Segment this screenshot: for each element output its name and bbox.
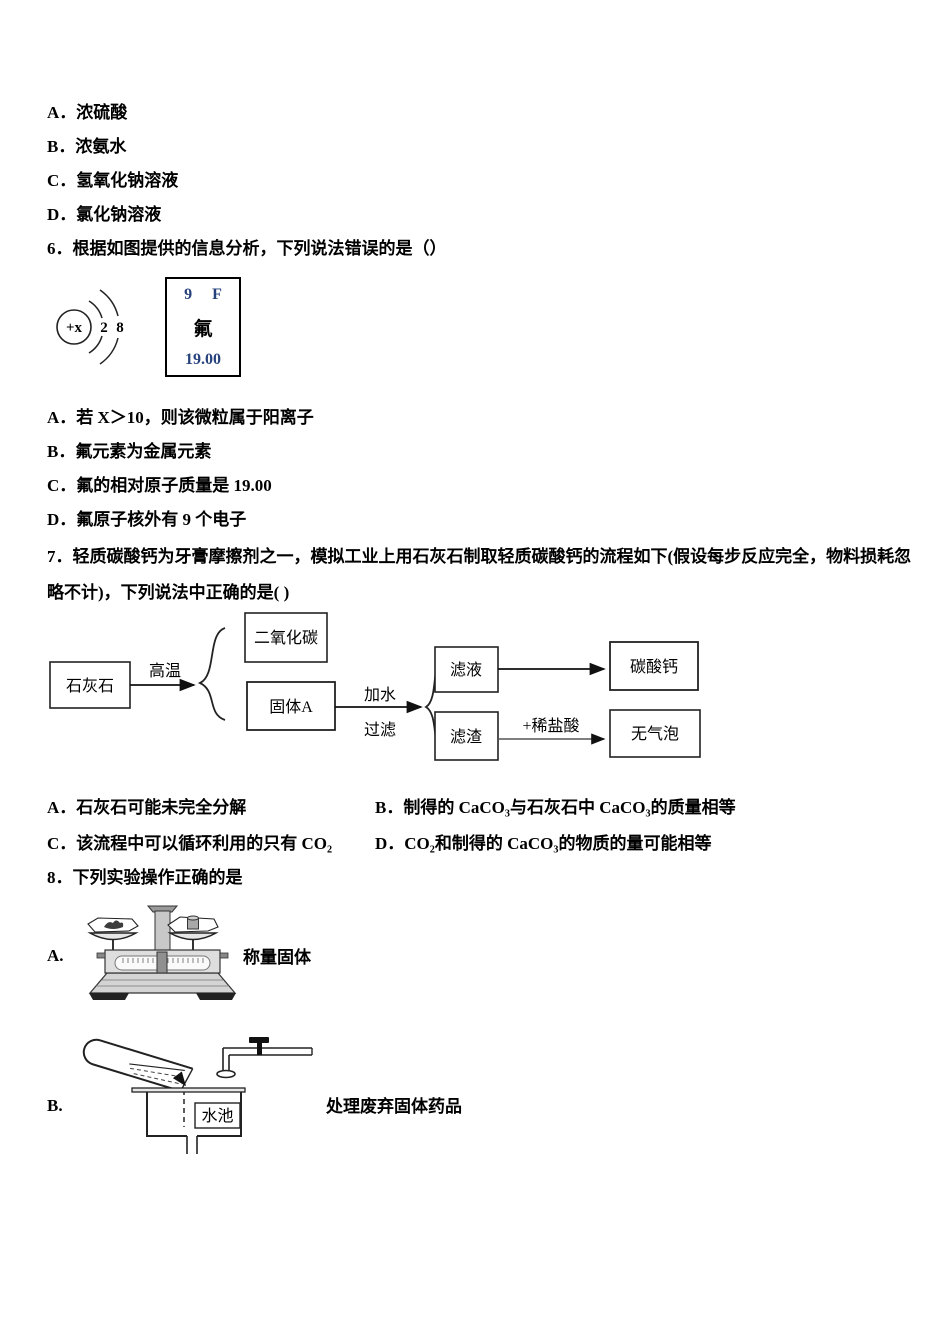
solid-a-box [246,681,336,731]
q7-stem-line1: 7．轻质碳酸钙为牙膏摩擦剂之一，模拟工业上用石灰石制取轻质碳酸钙的流程如下(假设… [47,547,912,566]
faucet-handle-stem [257,1041,262,1055]
solid-a-label: 固体A [269,698,313,716]
sink-label: 水池 [201,1107,233,1125]
sink-disposal-figure: 水池 [82,1037,313,1154]
q6-stem: 6．根据如图提供的信息分析，下列说法错误的是（） [47,239,447,258]
q6-option-a: A．若 X＞10，则该微粒属于阳离子 [47,408,314,427]
filter-label: 过滤 [364,721,396,739]
q6-option-d: D．氟原子核外有 9 个电子 [47,510,247,529]
element-symbol: F [212,286,222,303]
filtrate-label: 滤液 [450,661,482,679]
q7-option-d: D．CO₂和制得的 CaCO₃的物质的量可能相等 [375,834,712,853]
nucleus-circle [56,309,92,345]
co2-label: 二氧化碳 [254,629,318,647]
q8-option-a-letter: A. [47,946,64,965]
atomic-number: 9 [184,286,193,303]
add-water-label: 加水 [364,686,396,704]
split-brace-1 [197,627,226,721]
solid-surface-line [129,1063,185,1072]
q8-stem: 8．下列实验操作正确的是 [47,868,243,887]
pan-left [87,932,139,941]
weight-top [187,915,199,921]
balance-foot-left [89,993,129,1000]
no-bubble-label: 无气泡 [631,725,679,743]
high-temp-label: 高温 [149,662,181,680]
q5-option-c: C．氢氧化钠溶液 [47,171,179,190]
balance-scale-figure [87,905,237,1000]
pillar [154,910,171,951]
residue-box [434,711,499,761]
q8-option-b-caption: 处理废弃固体药品 [326,1097,462,1116]
solid-dashed-line-2 [133,1073,182,1085]
inner-shell-arc-bottom [88,335,103,354]
atomic-mass: 19.00 [185,351,221,368]
scale-slider [156,951,168,974]
solid-sample [104,920,124,929]
faucet [216,1037,313,1079]
element-name: 氟 [193,319,213,340]
co2-box [244,612,328,663]
sink-basin [146,1092,242,1137]
no-bubble-box [609,709,701,758]
caco3-label: 碳酸钙 [630,658,678,676]
q8-option-b-letter: B. [47,1096,63,1115]
caco3-box [609,641,699,691]
faucet-handle-cap [249,1037,269,1043]
atom-structure-diagram: +x 2 8 [56,289,124,365]
element-cell: 9 F 氟 19.00 [165,277,241,377]
q5-option-a: A．浓硫酸 [47,103,128,122]
outer-shell-arc-bottom [99,337,119,365]
q7-option-a: A．石灰石可能未完全分解 [47,798,247,817]
faucet-outlet [216,1069,236,1079]
pan-right [167,932,219,941]
q5-option-b: B．浓氨水 [47,137,127,156]
q7-stem-line2: 略不计)，下列说法中正确的是( ) [47,583,290,602]
balance-base [88,972,237,994]
limestone-label: 石灰石 [66,677,114,695]
filtrate-box [434,646,499,693]
limestone-box [49,661,131,709]
adjust-screw-left [96,952,106,959]
q6-option-b: B．氟元素为金属元素 [47,442,212,461]
q5-option-d: D．氯化钠溶液 [47,205,162,224]
test-tube [82,1038,194,1093]
q7-option-c: C．该流程中可以循环利用的只有 CO₂ [47,834,333,853]
outer-shell-arc-top [99,289,119,317]
dilute-hcl-label: +稀盐酸 [522,717,579,735]
q7-option-b: B．制得的 CaCO₃与石灰石中 CaCO₃的质量相等 [375,798,736,817]
sink-label-box [194,1102,241,1129]
sink: 水池 [131,1087,246,1154]
inner-shell-arc-top [88,300,103,319]
q8-option-a-caption: 称量固体 [243,948,311,967]
balance-foot-right [196,993,236,1000]
outer-shell-count: 8 [116,320,124,336]
nucleus-charge-label: +x [66,320,83,336]
pour-arrow [172,1071,186,1087]
limestone-process-flowchart: 石灰石 高温 二氧化碳 固体A 加水 过滤 滤液 滤渣 碳酸钙 无气泡 +稀盐酸 [49,612,701,761]
residue-label: 滤渣 [450,728,482,746]
adjust-screw-right [219,952,229,959]
sink-rim [131,1087,246,1093]
inner-shell-count: 2 [100,320,108,336]
q6-option-c: C．氟的相对原子质量是 19.00 [47,476,272,495]
